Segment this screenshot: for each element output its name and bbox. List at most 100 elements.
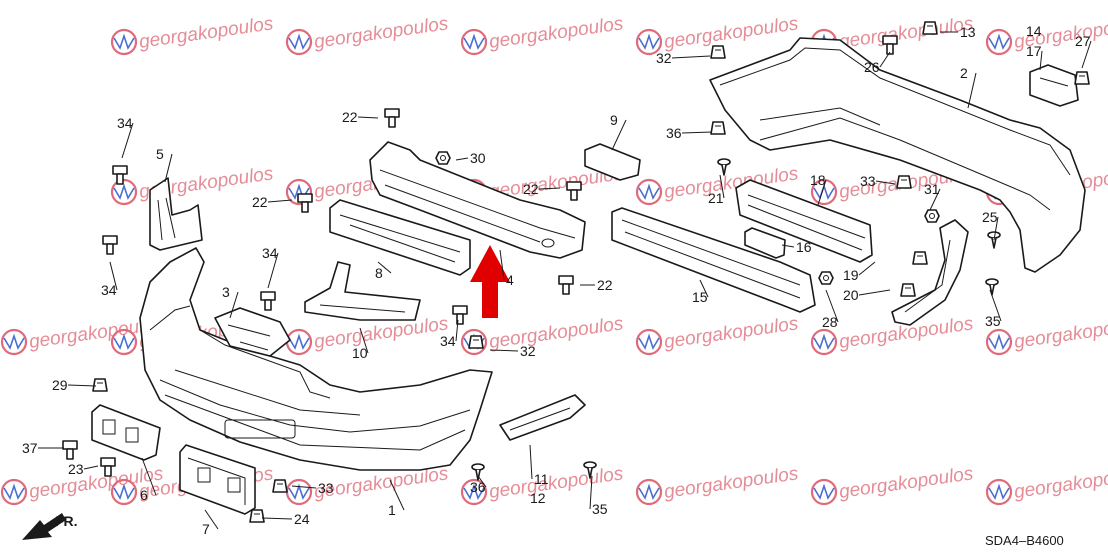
callout-31: 31 [924,181,940,197]
leader-line [529,444,533,480]
leader-line [858,261,876,276]
callout-34: 34 [440,333,456,349]
leader-line [858,289,891,296]
callout-4: 4 [506,272,514,288]
callout-19: 19 [843,267,859,283]
leader-line [1081,40,1092,69]
callout-22: 22 [523,181,539,197]
rear-absorber [735,179,873,263]
leader-line [229,291,239,319]
leader-line [989,289,1002,322]
callout-32: 32 [656,50,672,66]
leader-line [589,475,593,510]
leader-line [817,179,827,206]
watermark-text: georgakopoulos [663,463,800,503]
watermark: georgakopoulos [110,163,275,206]
callout-33: 33 [318,480,334,496]
callout-21: 21 [708,190,724,206]
watermark: georgakopoulos [635,463,800,506]
callout-15: 15 [692,289,708,305]
watermark: georgakopoulos [635,313,800,356]
watermark: georgakopoulos [285,13,450,56]
bolt-fastener [452,305,468,325]
callout-34: 34 [117,115,133,131]
callout-23: 23 [68,461,84,477]
callout-35: 35 [985,313,1001,329]
bolt-fastener [297,193,313,213]
fastener-layer [62,21,1090,523]
callout-26: 26 [864,59,880,75]
red-arrow [470,245,510,318]
callout-27: 27 [1075,33,1091,49]
diagram-code: SDA4–B4600 [985,533,1064,548]
leader-line [967,72,977,109]
callout-34: 34 [262,245,278,261]
leader-line [267,199,293,203]
rear-bumper-cover [709,37,1086,273]
front-absorber [329,199,471,276]
clip-fastener [896,175,912,189]
leader-line [489,349,519,352]
leader-line [67,384,97,387]
watermark-text: georgakopoulos [313,13,450,53]
watermark-text: georgakopoulos [838,13,975,53]
callout-25: 25 [982,209,998,225]
leader-line [164,153,173,183]
nut-fastener [924,209,940,223]
leader-line [291,485,317,489]
watermark-text: georgakopoulos [663,313,800,353]
leader-lines [38,31,1092,530]
leader-line [204,509,219,530]
callout-32: 32 [520,343,536,359]
callout-36: 36 [666,125,682,141]
clip-fastener [900,283,916,297]
callout-22: 22 [252,194,268,210]
bolt-fastener [100,457,116,477]
watermark-text: georgakopoulos [488,13,625,53]
watermark: georgakopoulos [810,463,975,506]
watermark-text: georgakopoulos [1013,463,1108,503]
clip-fastener [272,479,288,493]
leader-line [671,55,711,59]
watermark: georgakopoulos [460,313,625,356]
leader-line [359,327,369,354]
callout-12: 12 [530,490,546,506]
bolt-fastener [112,165,128,185]
leader-line [825,289,839,323]
front-direction-indicator: FR. [22,513,78,540]
clip-fastener [1074,71,1090,85]
leader-line [929,188,941,211]
leader-line [611,119,627,151]
leader-line [781,244,795,248]
watermark-text: georgakopoulos [488,463,625,503]
watermark-text: georgakopoulos [1013,313,1108,353]
front-side-bracket [304,261,421,321]
callout-18: 18 [810,172,826,188]
license-plate-base [179,444,256,515]
callout-3: 3 [222,284,230,300]
clip-fastener [249,509,265,523]
bolt-fastener [558,275,574,295]
leader-line [477,475,487,488]
callout-11: 11 [534,471,549,487]
callout-8: 8 [375,265,383,281]
rear-bumper-beam [611,207,816,313]
nut-fastener [818,271,834,285]
callout-14: 14 [1026,23,1042,39]
callout-9: 9 [610,112,618,128]
leader-line [455,157,469,161]
watermark: georgakopoulos [460,13,625,56]
clip-fastener [922,21,938,35]
bolt-fastener [566,181,582,201]
bolt-fastener [384,108,400,128]
leader-line [389,479,405,511]
callout-7: 7 [202,521,210,537]
front-direction-label: FR. [55,513,78,529]
leader-line [879,51,891,68]
screw-fastener [583,461,597,479]
callout-37: 37 [22,440,38,456]
watermark-text: georgakopoulos [488,313,625,353]
clip-fastener [912,251,928,265]
leader-line [377,261,392,274]
callout-24: 24 [294,511,310,527]
